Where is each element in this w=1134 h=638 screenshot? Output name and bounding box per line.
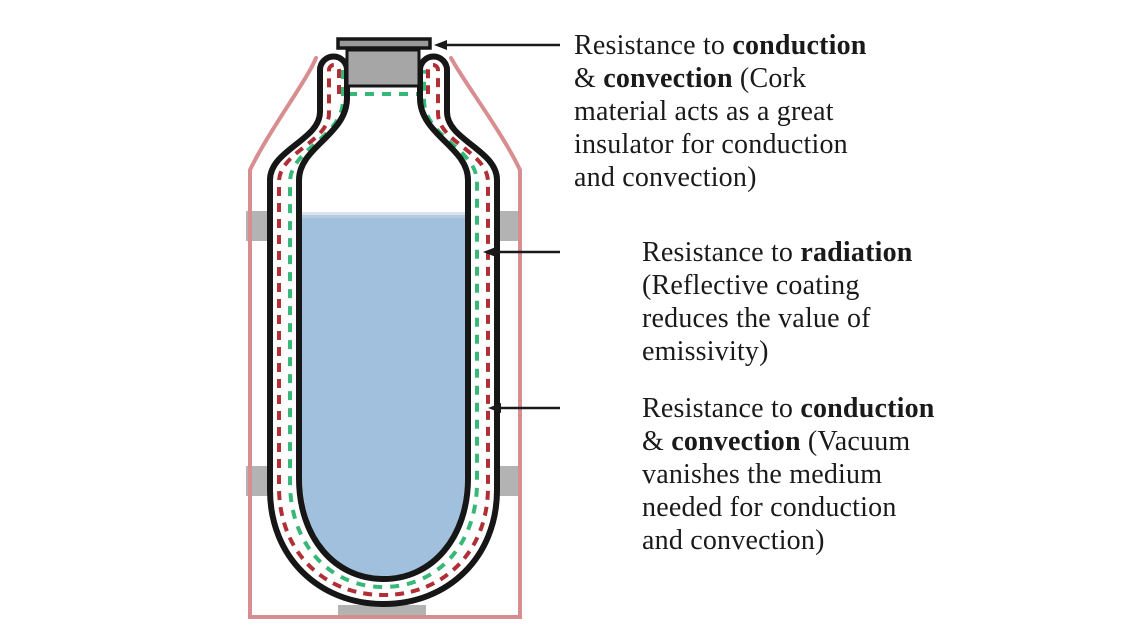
annotation-line: Resistance to conduction xyxy=(642,393,935,424)
annotation-line: reduces the value of xyxy=(642,303,871,334)
annotation-line: emissivity) xyxy=(642,336,769,367)
leader-line-cork xyxy=(434,40,560,50)
annotation-line: & convection (Vacuum xyxy=(642,426,911,457)
annotation-reflective-coating: Resistance to radiation (Reflective coat… xyxy=(642,236,913,368)
annotation-line: & convection (Cork xyxy=(574,63,807,94)
annotation-line: needed for conduction xyxy=(642,492,897,523)
annotation-vacuum-gap: Resistance to conduction & convection (V… xyxy=(642,392,935,557)
annotation-line: (Reflective coating xyxy=(642,270,860,301)
flask-inner-wall xyxy=(296,95,471,582)
annotation-line: and convection) xyxy=(642,525,825,556)
arrow-left-icon xyxy=(483,247,496,257)
cork-stopper-body xyxy=(345,48,421,88)
reflective-coating-green-dashed-line xyxy=(288,70,479,590)
arrow-left-icon xyxy=(434,40,447,50)
outer-casing-outline xyxy=(248,56,522,619)
annotation-line: Resistance to conduction xyxy=(574,30,867,61)
annotation-line: material acts as a great xyxy=(574,96,834,127)
liquid-surface-highlight xyxy=(302,212,465,215)
vacuum-red-dashed-line xyxy=(277,63,490,598)
vacuum-flask-diagram xyxy=(246,37,560,619)
annotation-line: and convection) xyxy=(574,162,757,193)
base-support-block xyxy=(338,605,426,617)
annotation-line: insulator for conduction xyxy=(574,129,848,160)
flask-outer-wall xyxy=(267,53,500,607)
annotation-line: vanishes the medium xyxy=(642,459,883,490)
liquid-surface-shade xyxy=(302,215,465,218)
leader-line-vacuum xyxy=(488,403,560,413)
annotation-cork-stopper: Resistance to conduction & convection (C… xyxy=(574,29,867,194)
leader-line-reflective-coating xyxy=(483,247,560,257)
cork-cap-bar xyxy=(336,37,432,50)
arrow-left-icon xyxy=(488,403,501,413)
liquid-fill xyxy=(302,212,465,576)
annotation-line: Resistance to radiation xyxy=(642,237,913,268)
